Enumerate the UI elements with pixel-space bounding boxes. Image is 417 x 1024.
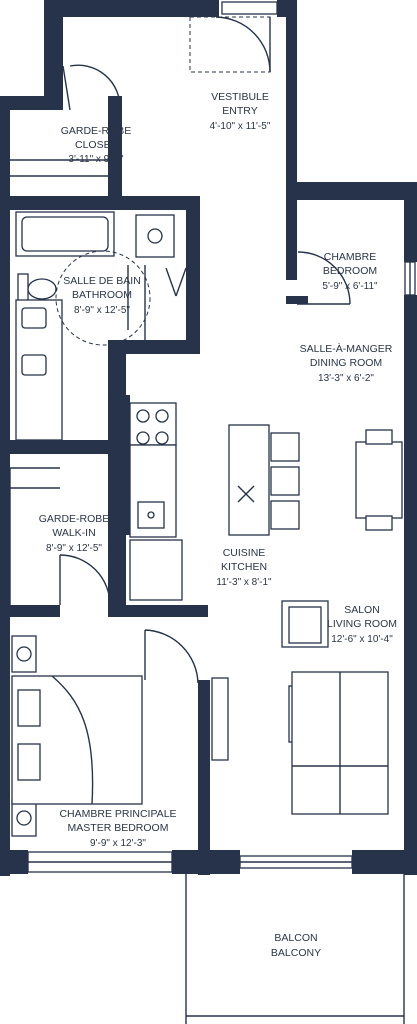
closet-name-fr: GARDE-ROBE xyxy=(61,125,132,137)
living-name-fr: SALON xyxy=(344,604,380,616)
windows xyxy=(27,1,416,873)
master-dims: 9'-9" x 12'-3" xyxy=(90,838,146,849)
balcony-name-en: BALCONY xyxy=(271,947,321,959)
dining-dims: 13'-3" x 6'-2" xyxy=(318,373,374,384)
balcony xyxy=(185,874,405,1024)
living-furniture xyxy=(211,600,389,815)
kitchen-fixtures xyxy=(129,402,300,601)
closet-name-en: CLOSET xyxy=(75,139,118,151)
doors xyxy=(59,16,351,684)
closet-dims: 3'-11" x 9'-1" xyxy=(68,154,124,165)
dining-set xyxy=(355,429,403,531)
living-name-en: LIVING ROOM xyxy=(327,618,397,630)
living-dims: 12'-6" x 10'-4" xyxy=(331,634,393,645)
dining-name-en: DINING ROOM xyxy=(310,357,382,369)
bedroom-name-fr: CHAMBRE xyxy=(324,251,377,263)
walkin-name-en: WALK-IN xyxy=(52,527,95,539)
vestibule-dims: 4'-10" x 11'-5" xyxy=(210,121,271,132)
vestibule-name-fr: VESTIBULE xyxy=(211,91,269,103)
kitchen-name-en: KITCHEN xyxy=(221,561,267,573)
bathroom-fixtures xyxy=(15,211,175,441)
closet-shelving xyxy=(9,159,108,605)
room-labels: VESTIBULE ENTRY 4'-10" x 11'-5" GARDE-RO… xyxy=(39,91,397,959)
dining-name-fr: SALLE-À-MANGER xyxy=(300,342,393,355)
bedroom-name-en: BEDROOM xyxy=(323,265,377,277)
balcony-name-fr: BALCON xyxy=(274,932,317,944)
master-name-fr: CHAMBRE PRINCIPALE xyxy=(59,808,176,820)
bathroom-name-en: BATHROOM xyxy=(72,289,132,301)
walls xyxy=(0,0,417,876)
master-furniture xyxy=(11,635,143,837)
walkin-name-fr: GARDE-ROBE xyxy=(39,513,110,525)
bathroom-dims: 8'-9" x 12'-5" xyxy=(74,305,130,316)
bedroom-dims: 5'-9" x 6'-11" xyxy=(322,281,378,292)
walkin-dims: 8'-9" x 12'-5" xyxy=(46,543,102,554)
kitchen-dims: 11'-3" x 8'-1" xyxy=(216,577,272,588)
kitchen-name-fr: CUISINE xyxy=(223,547,266,559)
master-name-en: MASTER BEDROOM xyxy=(68,822,169,834)
vestibule-name-en: ENTRY xyxy=(222,105,257,117)
bathroom-name-fr: SALLE DE BAIN xyxy=(63,275,141,287)
